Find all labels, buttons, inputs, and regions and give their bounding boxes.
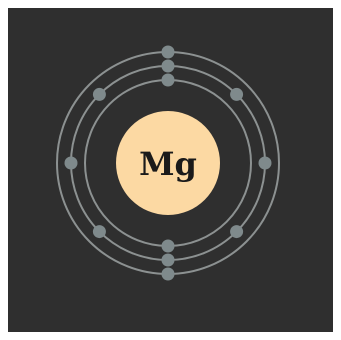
electron-shell-2-4 bbox=[230, 225, 244, 239]
electron-shell-2-6 bbox=[92, 225, 106, 239]
electron-shell-3-2 bbox=[161, 267, 175, 281]
electron-shell-2-1 bbox=[161, 59, 175, 73]
nucleus bbox=[116, 111, 220, 215]
electron-shell-3-1 bbox=[161, 45, 175, 59]
element-symbol: Mg bbox=[139, 145, 197, 183]
electron-shell-2-7 bbox=[64, 156, 78, 170]
electrons bbox=[64, 45, 272, 281]
electron-shell-2-5 bbox=[161, 253, 175, 267]
electron-shell-1-1 bbox=[161, 73, 175, 87]
electron-shell-2-2 bbox=[230, 87, 244, 101]
electron-shell-2-8 bbox=[92, 87, 106, 101]
electron-shell-2-3 bbox=[258, 156, 272, 170]
electron-shell-1-2 bbox=[161, 239, 175, 253]
